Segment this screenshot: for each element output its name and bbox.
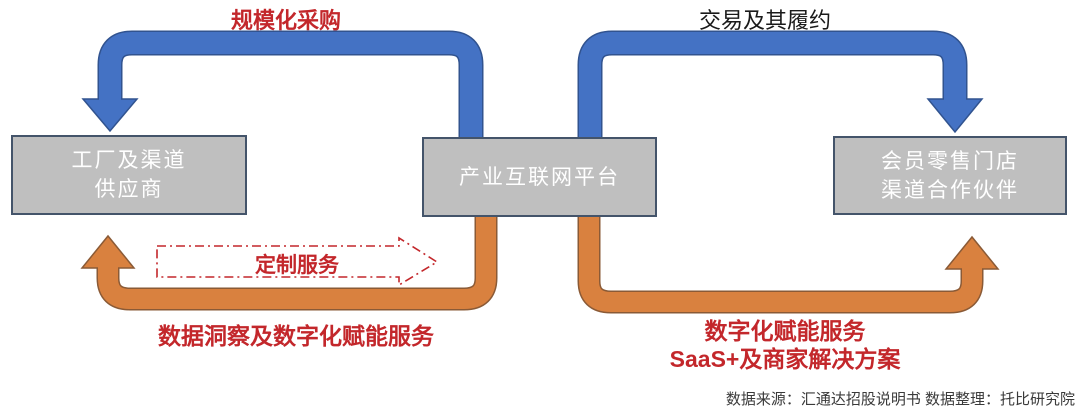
data-source-note: 数据来源：汇通达招股说明书 数据整理：托比研究院 bbox=[725, 391, 1075, 408]
custom-service-label: 定制服务 bbox=[255, 254, 339, 277]
transaction-label: 交易及其履约 bbox=[698, 8, 832, 33]
digital-enablement-label: 数字化赋能服务 SaaS+及商家解决方案 bbox=[670, 317, 901, 373]
node-supplier-line2: 供应商 bbox=[94, 178, 164, 201]
data-insight-label: 数据洞察及数字化赋能服务 bbox=[158, 323, 434, 349]
digital-enablement-arrow bbox=[577, 175, 1000, 314]
node-retail-line1: 会员零售门店 bbox=[881, 149, 1019, 173]
node-supplier: 工厂及渠道 供应商 bbox=[11, 135, 247, 215]
data-insight-arrow bbox=[80, 175, 498, 311]
node-supplier-line1: 工厂及渠道 bbox=[71, 149, 187, 172]
custom-service-dashed-arrow bbox=[156, 236, 439, 287]
node-retail: 会员零售门店 渠道合作伙伴 bbox=[833, 136, 1067, 215]
transaction-arrow bbox=[577, 30, 984, 175]
node-platform-line1: 产业互联网平台 bbox=[459, 165, 620, 189]
node-retail-line2: 渠道合作伙伴 bbox=[881, 178, 1019, 202]
scale-procurement-label: 规模化采购 bbox=[230, 8, 342, 33]
scale-procurement-arrow bbox=[81, 30, 484, 175]
node-platform: 产业互联网平台 bbox=[422, 137, 657, 217]
digital-enablement-label-line1: 数字化赋能服务 bbox=[704, 318, 866, 344]
digital-enablement-label-line2: SaaS+及商家解决方案 bbox=[669, 346, 901, 372]
